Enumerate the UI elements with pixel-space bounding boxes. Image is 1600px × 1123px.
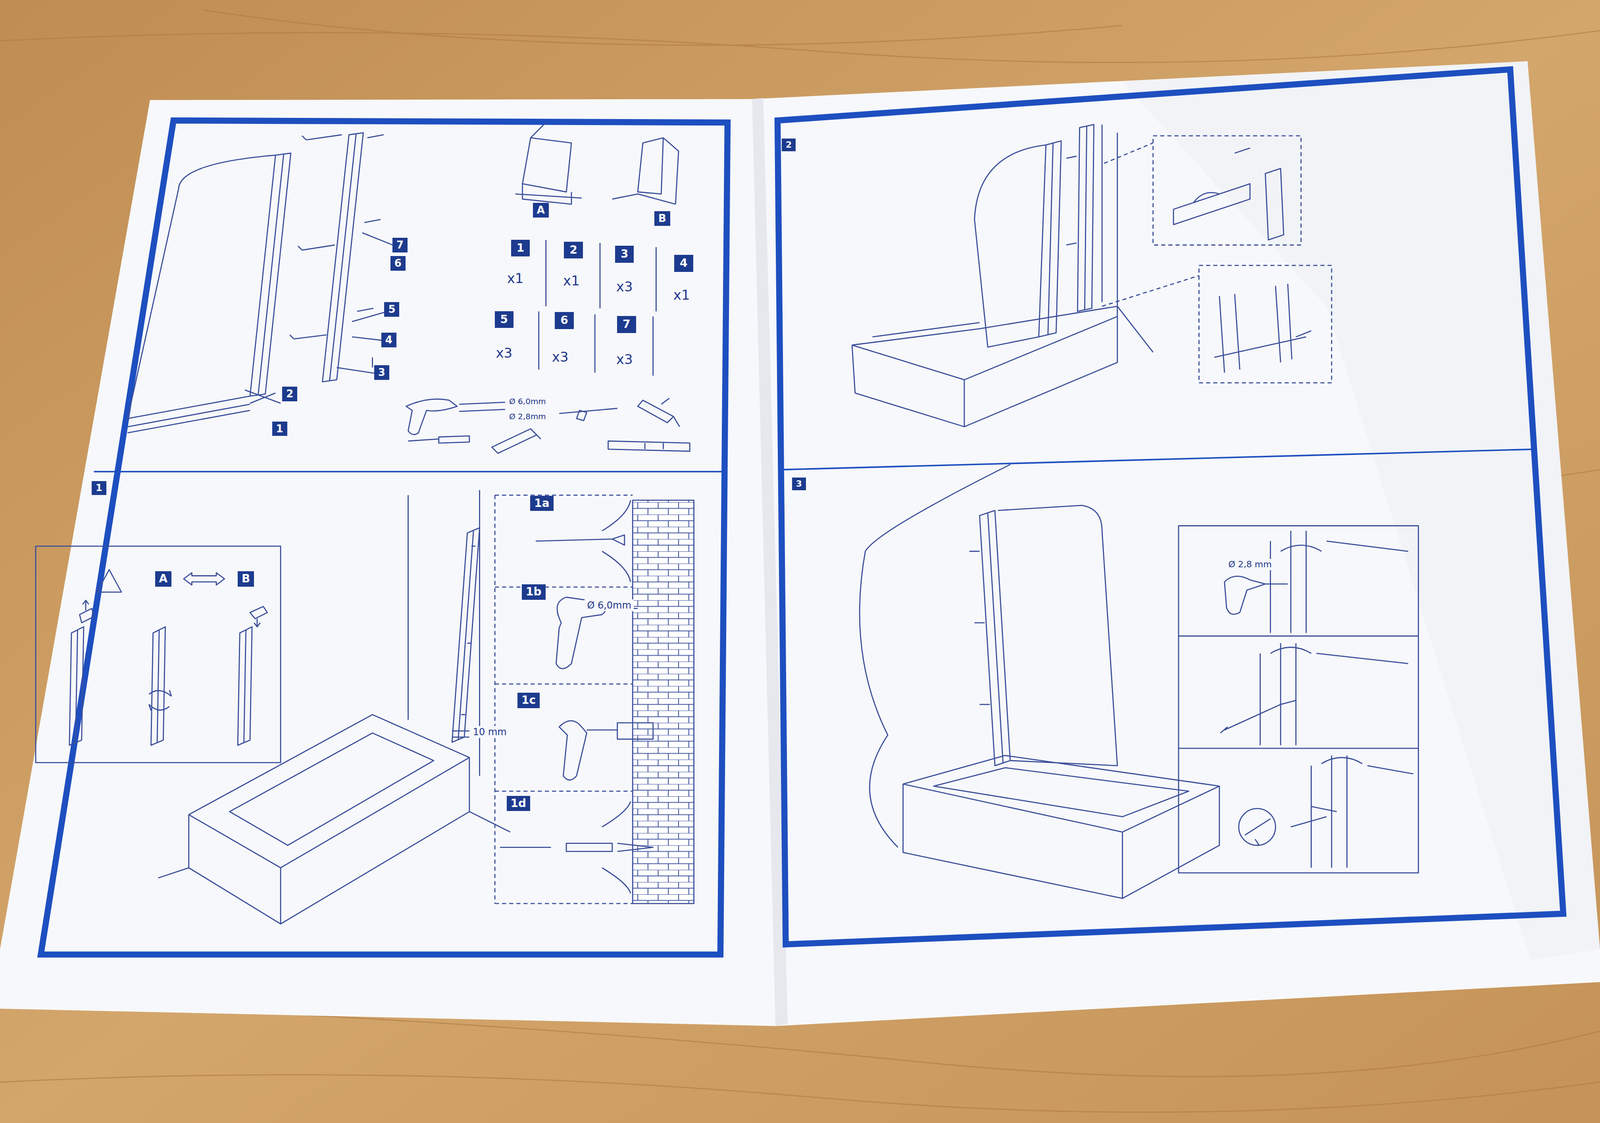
dimension-label: x3 (613, 351, 636, 368)
dimension-label: x3 (493, 344, 515, 362)
callout-number: 2 (563, 241, 583, 259)
callout-number: 5 (384, 301, 400, 317)
callout-number: 1d (506, 795, 531, 812)
dimension-label: Ø 6,0mm (584, 599, 634, 612)
dimension-label: x1 (560, 272, 583, 289)
callout-number: 1b (521, 584, 546, 600)
callout-number: 1 (91, 480, 107, 495)
callout-number: 3 (792, 477, 806, 491)
callout-number: B (237, 571, 254, 587)
callout-number: A (155, 571, 172, 587)
dimension-label: x1 (504, 270, 527, 287)
callout-number: 3 (615, 245, 634, 263)
callout-number: 7 (617, 315, 636, 333)
callout-number: 7 (392, 237, 408, 253)
callout-number: A (532, 202, 549, 218)
dimension-label: x3 (549, 348, 572, 366)
callout-number: 1 (272, 421, 288, 437)
dimension-label: x3 (613, 278, 636, 295)
dimension-label: x1 (671, 286, 693, 304)
callout-number: 1a (530, 495, 554, 512)
callout-number: 2 (781, 138, 796, 152)
callout-number: 4 (674, 254, 693, 272)
dimension-label: Ø 6,0mm (506, 396, 549, 407)
callout-number: 1c (517, 692, 540, 708)
callout-number: 4 (381, 332, 397, 348)
callout-number: 2 (282, 386, 298, 402)
callout-number: 3 (374, 365, 390, 380)
dimension-label: Ø 2,8mm (506, 411, 549, 422)
callout-number: 6 (554, 311, 574, 329)
callout-number: 5 (494, 311, 514, 329)
callout-number: 6 (390, 255, 406, 271)
dimension-label: 10 mm (470, 725, 510, 738)
dimension-label: Ø 2,8 mm (1225, 558, 1274, 570)
callout-number: 1 (511, 239, 530, 257)
callout-number: B (654, 211, 671, 226)
